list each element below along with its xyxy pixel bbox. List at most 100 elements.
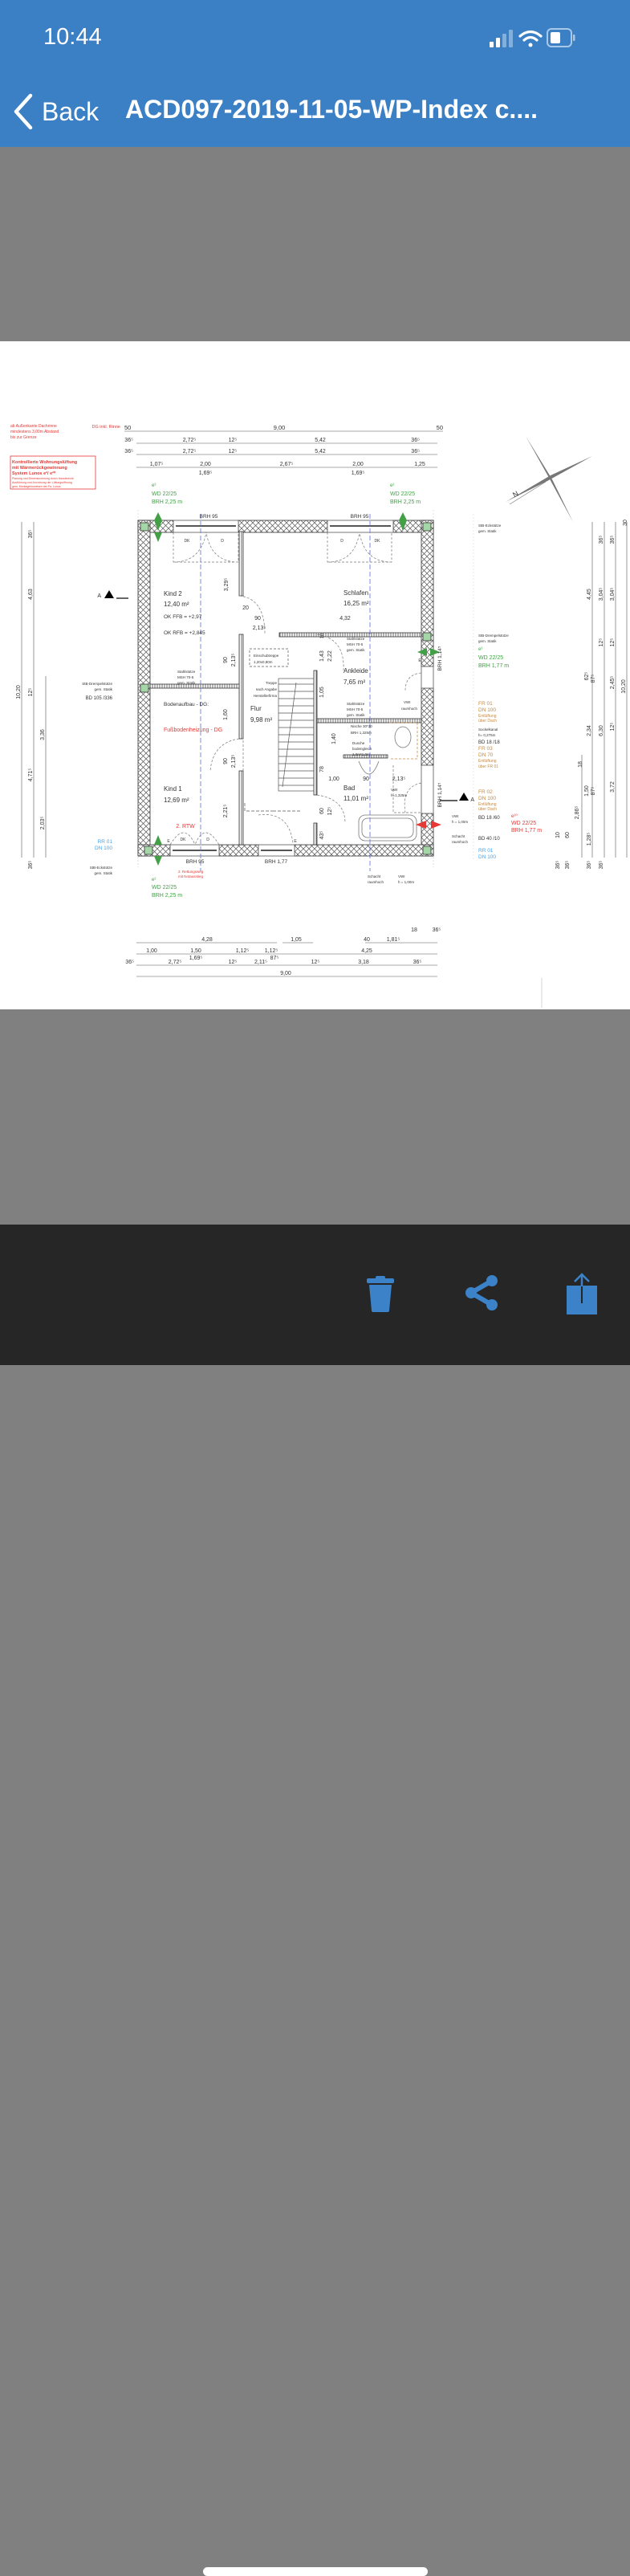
wifi-icon (518, 30, 543, 47)
plan-side-labels-label: BD 18 /18 (478, 740, 500, 745)
plan-dims-top-label: 12⁵ (229, 449, 238, 454)
plan-dims-inner-label: 4,32 (339, 616, 351, 622)
plan-dims-right-label: 1,28⁵ (587, 833, 592, 846)
section-markers (104, 590, 469, 801)
plan-dims-bottom-label: 36⁵ (413, 960, 422, 965)
plan-side-labels-label: BD 40 /10 (478, 837, 500, 842)
plan-dims-right-label: 36⁵ (599, 861, 604, 870)
plan-dims-right-label: 3,04⁵ (610, 588, 616, 601)
plan-dims-bottom-label: 2,72⁵ (169, 960, 182, 965)
status-time: 10:44 (43, 24, 102, 50)
plan-dims-bottom-label: 40 (364, 937, 370, 943)
plan-windows-green-label: e² (478, 647, 482, 652)
plan-dims-inner-label: 10 (320, 633, 325, 638)
plan-drains-orange-label: DN 70 (478, 752, 494, 758)
plan-dims-inner-label: 1,60 (223, 709, 229, 720)
plan-brh-label: BRH 1,77 (265, 859, 288, 865)
plan-side-labels-label: StB-Drempelstütze (82, 682, 112, 686)
plan-windows-green-label: BRH 2,25 m (390, 499, 421, 505)
plan-dims-right-label: 60 (565, 832, 571, 838)
plan-notes-red-label: mindestens 3,00m Abstand (10, 430, 59, 434)
plan-compass-label: N (511, 489, 520, 499)
plan-annotations-label: h=1,325m (391, 793, 407, 797)
plan-dims-right-label: 2,45⁵ (610, 676, 616, 690)
plan-dims-bottom-label: 1,69⁵ (189, 956, 203, 961)
plan-dims-inner-label: 1,05 (319, 687, 325, 698)
plan-drains-orange-label: FR 02 (478, 789, 493, 795)
chevron-left-icon (14, 93, 33, 130)
plan-window-red-label: WD 22/25 (511, 821, 536, 826)
plan-lunos-box-label: gem. Montagehinweisen der Fa. Lunos (12, 485, 61, 488)
plan-side-labels-label: VWI (398, 874, 405, 878)
plan-dims-left-label: 36⁵ (28, 861, 34, 870)
plan-lunos-box-label: Kontrollierte Wohnungslüftung (12, 460, 77, 465)
share-button[interactable] (461, 1273, 502, 1313)
plan-dims-inner-label: 20 (242, 605, 249, 611)
plan-dims-right-label: 18 (578, 761, 583, 768)
delete-button[interactable] (360, 1273, 400, 1313)
plan-rooms-label: 16,25 m² (343, 600, 369, 607)
plan-window-red-label: e²⁰ (511, 813, 518, 819)
plan-dims-top-label: 1,69⁵ (352, 471, 365, 476)
plan-side-labels-label: A (97, 593, 101, 599)
plan-annotations-label: Stahlstütze (347, 637, 365, 641)
plan-dims-top-label: 5,42 (315, 438, 326, 443)
plan-annotations-label: DK (185, 539, 191, 544)
plan-side-labels-label: Schacht (368, 874, 381, 878)
plan-annotations-label: DK (181, 838, 187, 842)
back-button[interactable]: Back (13, 93, 99, 130)
plan-dims-bottom-label: 1,00 (146, 948, 157, 954)
plan-dims-top-label: 2,72⁵ (183, 438, 197, 443)
plan-side-labels-label: BD 18 /60 (478, 816, 500, 821)
plan-dims-inner-label: 78 (319, 766, 325, 772)
sanitary (358, 722, 418, 842)
plan-annotations-label: gem. Statik (347, 713, 365, 717)
plan-annotations-label: MSH 70-5 (347, 642, 364, 646)
plan-annotations-label: MSH 70-5 (347, 707, 364, 711)
plan-dims-top-label: 50 (437, 424, 443, 431)
plan-dims-right-label: 6,30 (599, 725, 604, 736)
plan-dims-inner-label: 1,43 (319, 650, 325, 662)
home-indicator[interactable] (203, 2567, 428, 2576)
plan-dims-right-label: 30 (623, 520, 628, 526)
plan-dims-top-label: 36⁵ (411, 449, 420, 454)
plan-dims-right-label: 2,34 (587, 725, 592, 736)
plan-dims-top-label: 12⁵ (229, 438, 238, 443)
bottom-toolbar (0, 1225, 630, 2576)
plan-rooms-label: Bad (343, 785, 355, 792)
plan-dims-top-label: 2,72⁵ (183, 449, 197, 454)
plan-rooms-label: Kind 1 (164, 785, 182, 793)
plan-windows-green-label: e² (152, 483, 156, 488)
plan-levels-label: Bodenaufbau - DG: (164, 702, 209, 707)
axis-lines (200, 514, 371, 871)
plan-dims-bottom-label: 1,12⁵ (265, 948, 278, 954)
plan-dims-inner-label: 2,13⁵ (231, 654, 237, 667)
plan-lunos-box-label: Ausführung und Anordnung der Lüftungsöff… (12, 481, 72, 484)
plan-rooms-label: 11,01 m² (343, 795, 368, 802)
plan-dims-right-label: 3,72 (610, 781, 616, 793)
plan-dims-bottom-label: 1,12⁵ (236, 948, 250, 954)
plan-drains-orange-label: FR 03 (478, 746, 493, 752)
plan-annotations-label: nach Angabe (256, 687, 278, 691)
plan-side-labels-label: h= 0,275m (478, 733, 496, 737)
plan-notes-red-label: bis zur Grenze (10, 435, 37, 440)
plan-drains-orange-label: DN 100 (478, 796, 496, 801)
plan-rooms-label: 7,65 m² (343, 679, 365, 686)
plan-lunos-box-label: mit Wärmerückgewinnung (12, 466, 67, 471)
plan-dims-left-label: 4,71⁵ (28, 768, 34, 782)
back-label: Back (42, 96, 100, 126)
export-button[interactable] (562, 1273, 602, 1314)
plan-dims-inner-label: 1,00 (328, 776, 339, 782)
window-markers (154, 512, 441, 866)
plan-dims-right-label: 12⁵ (610, 638, 616, 647)
plan-levels-label: OK RFB = +2,845 (164, 630, 205, 636)
plan-side-labels-label: raumhoch (452, 840, 469, 844)
compass-icon (506, 436, 592, 522)
plan-dims-right-label: 12⁵ (599, 638, 604, 647)
plan-dims-top-label: 2,00 (200, 462, 211, 467)
plan-annotations-label: gem. Statik (347, 648, 365, 652)
plan-dims-top-label: 36⁵ (124, 449, 133, 454)
plan-windows-green-label: BRH 1,77 m (478, 663, 509, 669)
plan-dims-inner-label: 90 (223, 758, 229, 764)
